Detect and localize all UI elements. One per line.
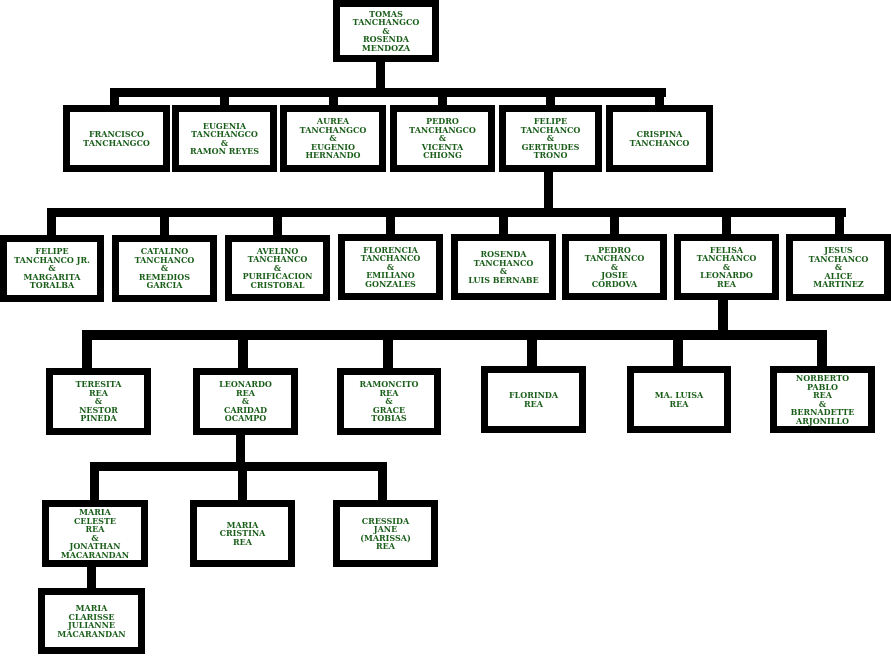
person-name: EUGENIA TANCHANGCO & RAMON REYES [189,120,260,156]
person-box: RAMONCITO REA & GRACE TOBIAS [337,368,441,435]
person-box: MARIA CLARISSE JULIANNE MACARANDAN [38,588,145,654]
person-name: JESUS TANCHANCO & ALICE MARTINEZ [808,245,869,290]
connector [47,208,846,217]
person-box: TERESITA REA & NESTOR PINEDA [46,368,151,435]
person-box: MA. LUISA REA [627,366,731,433]
person-name: MA. LUISA REA [654,390,704,409]
person-box: MARIA CELESTE REA & JONATHAN MACARANDAN [42,500,148,567]
person-name: FRANCISCO TANCHANGCO [83,129,150,148]
connector [238,462,247,502]
connector [90,462,99,502]
person-name: TOMAS TANCHANGCO & ROSENDA MENDOZA [352,8,420,53]
person-name: CRESSIDA JANE (MARISSA) REA [360,515,411,551]
connector [544,170,553,216]
connector [329,88,338,108]
connector [110,88,119,108]
connector [238,330,248,372]
connector [655,88,664,108]
connector [236,433,245,470]
person-box: LEONARDO REA & CARIDAD OCAMPO [193,368,298,435]
connector [499,208,508,238]
person-name: AVELINO TANCHANCO & PURIFICACION CRISTOB… [242,245,313,290]
person-box: CATALINO TANCHANCO & REMEDIOS GARCIA [112,235,217,302]
person-box: CRISPINA TANCHANCO [606,105,713,172]
person-box: FELIPE TANCHANCO JR. & MARGARITA TORALBA [0,235,104,302]
person-box: PEDRO TANCHANGCO & VICENTA CHIONG [390,105,495,172]
connector [110,88,666,97]
person-name: FELIPE TANCHANCO & GERTRUDES TRONO [520,116,581,161]
person-box: MARIA CRISTINA REA [190,500,295,567]
person-name: CATALINO TANCHANCO & REMEDIOS GARCIA [134,246,195,291]
connector [722,208,731,238]
person-box: NORBERTO PABLO REA & BERNADETTE ARJONILL… [770,366,875,433]
person-name: CRISPINA TANCHANCO [629,129,690,148]
person-name: MARIA CELESTE REA & JONATHAN MACARANDAN [60,507,130,560]
person-box: JESUS TANCHANCO & ALICE MARTINEZ [786,234,891,301]
connector [386,208,395,238]
connector [383,330,393,372]
person-box: AVELINO TANCHANCO & PURIFICACION CRISTOB… [225,235,330,301]
connector [817,330,827,372]
person-name: FLORINDA REA [508,390,559,409]
person-box: CRESSIDA JANE (MARISSA) REA [333,500,438,567]
person-box: EUGENIA TANCHANGCO & RAMON REYES [172,105,277,172]
person-box: FLORENCIA TANCHANCO & EMILIANO GONZALES [338,234,443,300]
person-box: FELISA TANCHANCO & LEONARDO REA [674,234,779,300]
connector [47,208,56,238]
person-name: ROSENDA TANCHANCO & LUIS BERNABE [468,249,539,285]
connector [718,300,728,338]
person-box: FRANCISCO TANCHANGCO [63,105,170,172]
person-name: PEDRO TANCHANCO & JOSIE CORDOVA [584,244,645,289]
person-name: PEDRO TANCHANGCO & VICENTA CHIONG [409,116,476,161]
connector [835,208,844,238]
connector [273,208,282,238]
person-box: FLORINDA REA [481,366,586,433]
person-box: ROSENDA TANCHANCO & LUIS BERNABE [451,234,556,300]
person-name: LEONARDO REA & CARIDAD OCAMPO [219,379,272,424]
person-box: AUREA TANCHANGCO & EUGENIO HERNANDO [280,105,386,172]
person-name: FELIPE TANCHANCO JR. & MARGARITA TORALBA [14,246,90,291]
connector [673,330,683,372]
person-name: FLORENCIA TANCHANCO & EMILIANO GONZALES [360,244,421,289]
connector [82,330,827,340]
person-name: TERESITA REA & NESTOR PINEDA [75,379,122,424]
connector [378,462,387,502]
person-box: PEDRO TANCHANCO & JOSIE CORDOVA [562,234,667,300]
connector [376,60,385,94]
person-name: FELISA TANCHANCO & LEONARDO REA [696,244,757,289]
person-name: MARIA CLARISSE JULIANNE MACARANDAN [57,603,126,639]
connector [160,208,169,238]
connector [610,208,619,238]
person-name: RAMONCITO REA & GRACE TOBIAS [359,379,419,424]
person-box: FELIPE TANCHANCO & GERTRUDES TRONO [499,105,602,172]
connector [527,330,537,372]
connector [438,88,447,108]
person-name: AUREA TANCHANGCO & EUGENIO HERNANDO [299,116,367,161]
connector [82,330,92,372]
connector [87,565,96,591]
connector [546,88,555,108]
connector [220,88,229,108]
person-name: NORBERTO PABLO REA & BERNADETTE ARJONILL… [790,373,855,426]
person-box-root: TOMAS TANCHANGCO & ROSENDA MENDOZA [333,0,439,62]
person-name: MARIA CRISTINA REA [219,519,266,547]
